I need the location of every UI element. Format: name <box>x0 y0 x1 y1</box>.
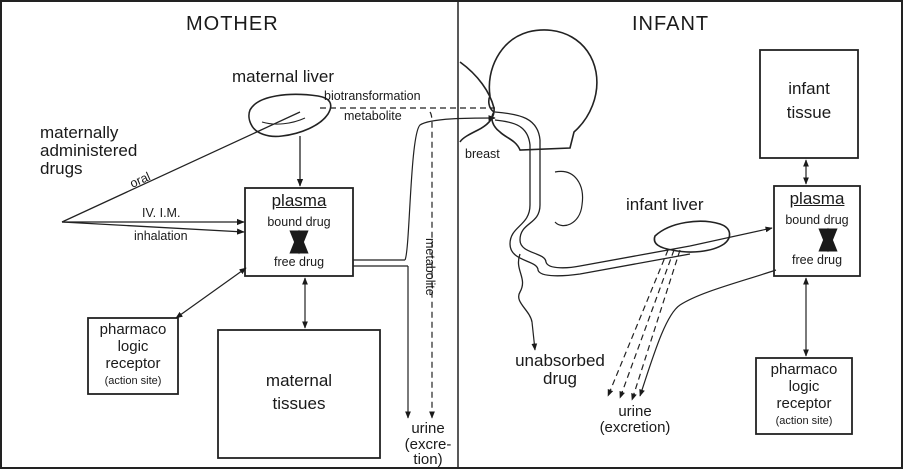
infant-urine-line1: urine <box>580 404 690 420</box>
infant-liver-shape <box>654 221 729 252</box>
route-iv-im-label: IV. I.M. <box>142 207 180 220</box>
infant-tissue-line2: tissue <box>760 104 858 122</box>
infant-receptor-line3: receptor <box>756 396 852 412</box>
maternal-free-drug: free drug <box>245 256 353 269</box>
route-inhalation-label: inhalation <box>134 230 188 243</box>
infant-plasma-title: plasma <box>774 190 860 208</box>
maternal-receptor-line1: pharmaco <box>88 322 178 338</box>
maternal-liver-label: maternal liver <box>232 68 334 86</box>
infant-receptor-line2: logic <box>756 379 852 395</box>
maternal-tissues-line1: maternal <box>218 372 380 390</box>
infant-receptor-line1: pharmaco <box>756 362 852 378</box>
drugs-label-line2: administered <box>40 142 137 160</box>
infant-bound-drug: bound drug <box>774 214 860 227</box>
drugs-label-line1: maternally <box>40 124 118 142</box>
maternal-receptor-line2: logic <box>88 339 178 355</box>
maternal-plasma-title: plasma <box>245 192 353 210</box>
maternal-tissues-line2: tissues <box>218 395 380 413</box>
unabsorbed-line1: unabsorbed <box>505 352 615 370</box>
maternal-urine-line1: urine <box>398 421 458 437</box>
metabolite-vertical-label: metabolite <box>423 238 436 296</box>
drugs-label-line3: drugs <box>40 160 83 178</box>
breast-label: breast <box>465 148 500 161</box>
mother-heading: MOTHER <box>186 14 279 35</box>
infant-urine-line2: (excretion) <box>580 420 690 436</box>
infant-heading: INFANT <box>632 14 709 35</box>
infant-head-shape <box>489 30 597 150</box>
unabsorbed-line2: drug <box>505 370 615 388</box>
metabolite-label: metabolite <box>344 110 402 123</box>
maternal-receptor-note: (action site) <box>88 376 178 388</box>
infant-liver-label: infant liver <box>626 196 703 214</box>
infant-receptor-note: (action site) <box>756 416 852 428</box>
maternal-bound-drug: bound drug <box>245 216 353 229</box>
maternal-urine-line3: tion) <box>398 452 458 468</box>
biotransformation-label: biotransformation <box>324 90 421 103</box>
infant-tissue-line1: infant <box>760 80 858 98</box>
infant-free-drug: free drug <box>774 254 860 267</box>
maternal-receptor-line3: receptor <box>88 356 178 372</box>
